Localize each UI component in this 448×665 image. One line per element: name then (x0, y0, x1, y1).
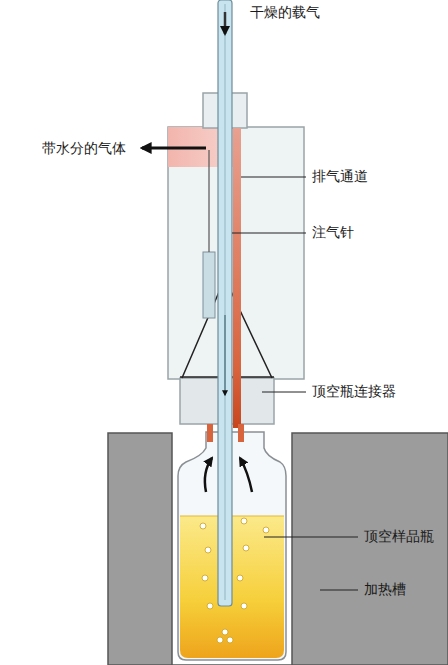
callout-label: 加热槽 (364, 581, 406, 598)
heating-block (108, 433, 448, 665)
bubbles (200, 518, 269, 643)
needle (218, 0, 232, 606)
callout-label: 带水分的气体 (42, 140, 126, 157)
callout-label: 排气通道 (312, 168, 368, 185)
callout-label: 顶空瓶连接器 (312, 383, 396, 400)
callout-label: 注气针 (312, 224, 354, 241)
callout-label: 干燥的载气 (250, 4, 320, 21)
exhaust-channel (233, 128, 241, 428)
callout-label: 顶空样品瓶 (364, 528, 434, 545)
